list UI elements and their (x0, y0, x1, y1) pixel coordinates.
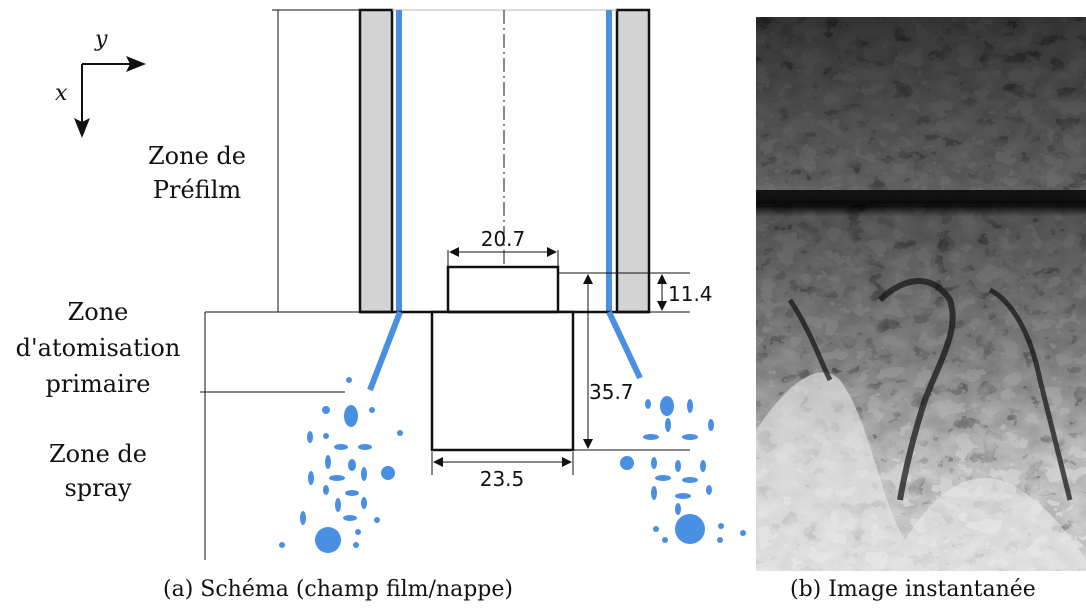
x-arrowhead-icon (74, 118, 90, 138)
zone-labels: Zone de Préfilm Zone d'atomisation prima… (16, 142, 246, 502)
dimensions (431, 247, 690, 475)
x-axis-label: x (55, 81, 68, 106)
left-wall (358, 8, 394, 314)
zone-atomisation-line2: d'atomisation (16, 334, 181, 362)
caption-a: (a) Schéma (champ film/nappe) (163, 577, 513, 602)
dim-bottom-width: 23.5 (480, 467, 525, 491)
liquid-sheets (367, 310, 643, 392)
obstacle-bottom (430, 310, 575, 452)
y-axis-label: y (94, 27, 108, 52)
y-arrowhead-icon (126, 56, 146, 72)
obstacle-top (446, 265, 560, 314)
obstacle (430, 265, 575, 452)
spray-droplets (279, 377, 746, 553)
right-wall (615, 8, 651, 314)
axes-indicator: y x (55, 27, 146, 138)
photo-light-region (756, 372, 1086, 571)
channel-walls (358, 8, 651, 314)
zone-spray-line2: spray (64, 474, 131, 502)
zone-prefilm-line2: Préfilm (153, 176, 242, 204)
zone-prefilm-line1: Zone de (148, 142, 246, 170)
right-sheet (606, 310, 643, 380)
zone-spray-line1: Zone de (49, 440, 147, 468)
left-film (396, 10, 402, 312)
instantaneous-image (756, 17, 1086, 571)
dim-lower-height: 35.7 (589, 380, 634, 404)
caption-b: (b) Image instantanée (790, 577, 1036, 602)
dim-top-width: 20.7 (481, 227, 526, 251)
left-sheet (367, 310, 403, 392)
right-film (606, 10, 612, 312)
zone-atomisation-line3: primaire (46, 370, 151, 398)
zone-brackets (200, 9, 360, 560)
zone-atomisation-line1: Zone (68, 298, 129, 326)
dimension-labels: 20.7 11.4 35.7 23.5 (480, 227, 713, 491)
dim-step-height: 11.4 (668, 282, 713, 306)
photo-dark-band (756, 190, 1086, 204)
